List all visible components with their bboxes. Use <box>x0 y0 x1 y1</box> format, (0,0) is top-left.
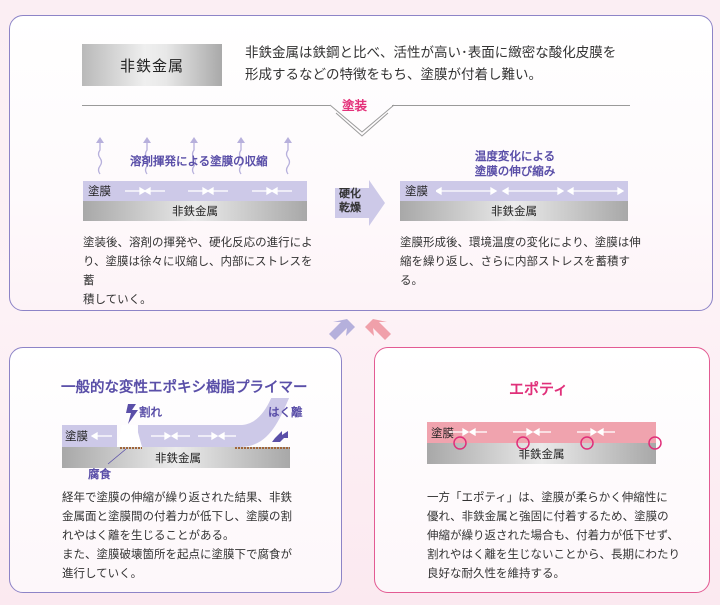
generic-primer-panel <box>9 347 342 593</box>
text-line: 塗装後、溶剤の揮発や、硬化反応の進行によ <box>83 235 313 249</box>
text-line: 良好な耐久性を維持する。 <box>427 566 565 580</box>
epoty-metal-layer: 非鉄金属 <box>427 443 656 464</box>
cure-line-1: 硬化 <box>339 187 361 200</box>
text-line: り、塗膜は徐々に収縮し、内部にストレスを蓄 <box>83 254 313 287</box>
caption-line-1: 温度変化による <box>474 149 556 163</box>
film-label: 塗膜 <box>65 429 88 443</box>
text-line: 積していく。 <box>83 292 152 306</box>
film-label: 塗膜 <box>88 184 111 198</box>
branch-arrows-icon <box>329 319 391 340</box>
text-line: 割れやはく離を生じないことから、長期にわたり <box>427 547 680 561</box>
intro-text: 非鉄金属は鉄鋼と比べ、活性が高い･表面に緻密な酸化皮膜を 形成するなどの特徴をも… <box>245 42 675 86</box>
adhesion-point-icon <box>453 436 662 450</box>
epoty-panel <box>374 347 710 593</box>
stage1-metal-layer: 非鉄金属 <box>83 201 307 221</box>
metal-label: 非鉄金属 <box>491 204 537 218</box>
lightning-icon <box>126 404 138 424</box>
stage2-description: 塗膜形成後、環境温度の変化により、塗膜は伸 縮を繰り返し、さらに内部ストレスを蓄… <box>400 233 650 290</box>
text-line: 一方「エポティ」は、塗膜が柔らかく伸縮性に <box>427 490 668 504</box>
stage2-caption: 温度変化による 塗膜の伸び縮み <box>445 149 585 179</box>
film-label: 塗膜 <box>431 426 454 440</box>
chevron-down-icon <box>329 104 395 137</box>
metal-label: 非鉄金属 <box>518 446 565 461</box>
crack-label: 割れ <box>139 405 162 419</box>
text-line: 経年で塗膜の伸縮が繰り返された結果、非鉄 <box>62 490 292 504</box>
painting-label: 塗装 <box>342 98 368 113</box>
text-line: 縮を繰り返し、さらに内部ストレスを蓄積する。 <box>400 254 630 287</box>
epoty-title: エポティ <box>509 380 569 398</box>
metal-label: 非鉄金属 <box>155 451 201 465</box>
right-arrow-icon <box>335 180 385 226</box>
corrosion-label: 腐食 <box>88 467 111 481</box>
adhesion-diagram <box>449 427 662 450</box>
stage1-caption: 溶剤揮発による塗膜の収縮 <box>130 154 268 168</box>
metal-label-text: 非鉄金属 <box>119 56 184 75</box>
stage1-description: 塗装後、溶剤の揮発や、硬化反応の進行によ り、塗膜は徐々に収縮し、内部にストレス… <box>83 233 323 309</box>
text-line: また、塗膜破壊箇所を起点に塗膜下で腐食が <box>62 547 292 561</box>
intro-line-2: 形成するなどの特徴をもち、塗膜が付着し難い。 <box>245 67 542 83</box>
intro-line-1: 非鉄金属は鉄鋼と比べ、活性が高い･表面に緻密な酸化皮膜を <box>245 45 617 61</box>
cure-dry-label: 硬化 乾燥 <box>339 187 361 215</box>
failure-diagram <box>62 398 290 468</box>
text-line: 進行していく。 <box>62 566 143 580</box>
evaporation-arrows-icon <box>96 137 292 175</box>
cure-line-2: 乾燥 <box>339 201 361 214</box>
non-ferrous-metal-label: 非鉄金属 <box>82 44 222 86</box>
metal-label: 非鉄金属 <box>172 204 218 218</box>
contraction-arrows-icon <box>125 186 292 196</box>
text-line: れやはく離を生じることがある。 <box>62 528 235 542</box>
divider-right <box>392 105 630 106</box>
text-line: 塗膜形成後、環境温度の変化により、塗膜は伸 <box>400 235 641 249</box>
generic-primer-description: 経年で塗膜の伸縮が繰り返された結果、非鉄 金属面と塗膜間の付着力が低下し、塗膜の… <box>62 488 312 583</box>
film-label: 塗膜 <box>405 184 428 198</box>
expansion-arrows-icon <box>436 186 625 196</box>
stage2-metal-layer: 非鉄金属 <box>400 201 628 221</box>
text-line: 伸縮が繰り返された場合も、付着力が低下せず、 <box>427 528 679 542</box>
generic-primer-title: 一般的な変性エポキシ樹脂プライマー <box>61 380 308 396</box>
text-line: 優れ、非鉄金属と強固に付着するため、塗膜の <box>427 509 669 523</box>
text-line: 金属面と塗膜間の付着力が低下し、塗膜の割 <box>62 509 292 523</box>
peel-label: はく離 <box>268 405 303 419</box>
epoty-description: 一方「エポティ」は、塗膜が柔らかく伸縮性に 優れ、非鉄金属と強固に付着するため、… <box>427 488 697 583</box>
caption-line-2: 塗膜の伸び縮み <box>474 164 556 178</box>
divider-left <box>82 105 330 106</box>
